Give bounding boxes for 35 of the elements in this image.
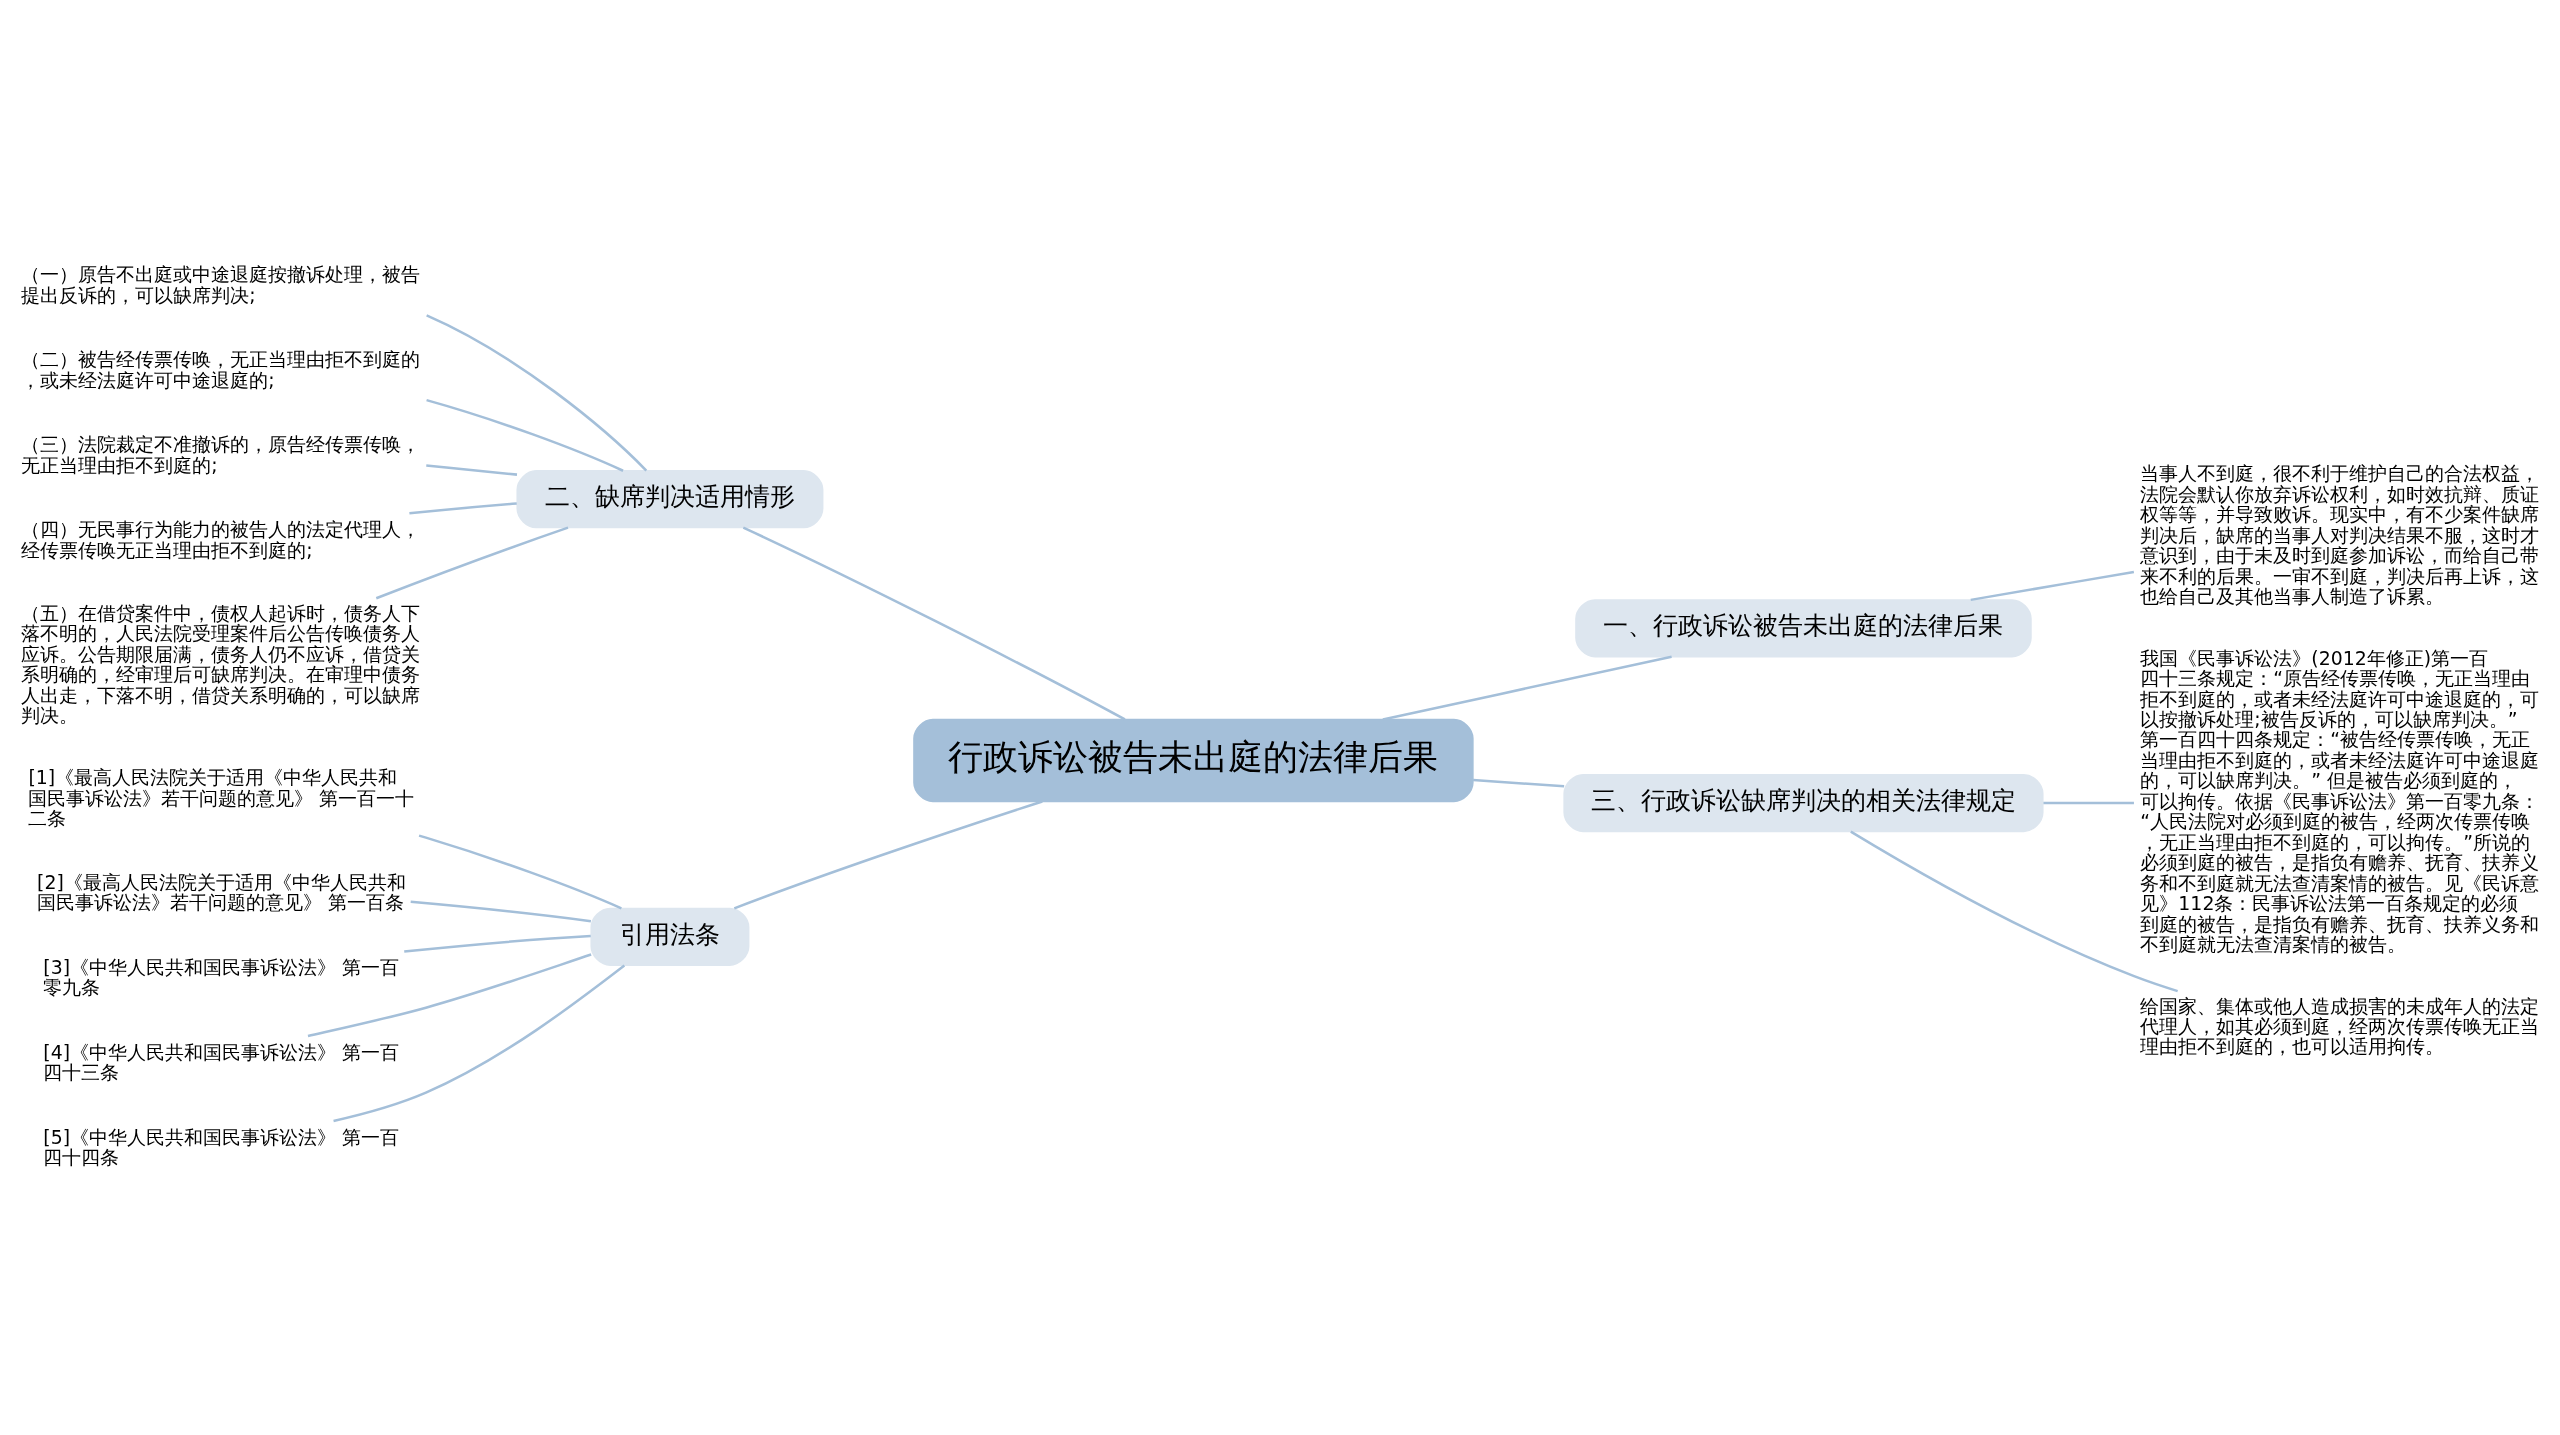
node-text: 当事人不到庭，很不利于维护自己的合法权益，法院会默认你放弃诉讼权利，如时效抗辩、质证权等等，并导致败诉。现实中，有不少案件缺席判决后，缺席的当事人对判决结果不服，这时才意识到，由于未及时到庭参加诉讼，而给自己带来不利的后果。一审不到庭，判决后再上诉，这也给自己及其他当事人制造了诉累。: [2140, 461, 2540, 607]
node-box: 行政诉讼被告未出庭的法律后果: [913, 718, 1474, 802]
connector: [2043, 801, 2134, 804]
node-text: [1]《最高人民法院关于适用《中华人民共和国民事诉讼法》若干问题的意见》 第一百一十二条: [28, 765, 415, 829]
node-text: [4]《中华人民共和国民事诉讼法》 第一百四十三条: [43, 1040, 400, 1083]
connector: [307, 952, 592, 1037]
node-text: （四）无民事行为能力的被告人的法定代理人，经传票传唤无正当理由拒不到庭的;: [21, 517, 421, 561]
node-box: 一、行政诉讼被告未出庭的法律后果: [1575, 598, 2032, 657]
node-box: 二、缺席判决适用情形: [516, 469, 824, 528]
node-text: （一）原告不出庭或中途退庭按撤诉处理，被告提出反诉的，可以缺席判决;: [21, 262, 421, 306]
connector: [418, 833, 622, 909]
node-box: 三、行政诉讼缺席判决的相关法律规定: [1563, 773, 2044, 832]
connector: [333, 963, 626, 1122]
connector: [410, 900, 592, 922]
connector: [426, 398, 624, 472]
connector: [742, 526, 1126, 721]
node-text: （二）被告经传票传唤，无正当理由拒不到庭的，或未经法庭许可中途退庭的;: [21, 347, 421, 391]
connector: [733, 799, 1043, 910]
node-text: [3]《中华人民共和国民事诉讼法》 第一百零九条: [43, 955, 400, 998]
node-text: （五）在借贷案件中，债权人起诉时，债务人下落不明的，人民法院受理案件后公告传唤债务人应诉。公告期限届满，债务人仍不应诉，借贷关系明确的，经审理后可缺席判决。在审理中债务人出走，下落不明，借贷关系明确的，可以缺席判决。: [21, 601, 421, 726]
connector: [426, 313, 648, 471]
node-text: [5]《中华人民共和国民事诉讼法》 第一百四十四条: [43, 1125, 400, 1168]
connector: [1473, 778, 1565, 788]
node-text: [2]《最高人民法院关于适用《中华人民共和国民事诉讼法》若干问题的意见》 第一百条: [37, 870, 406, 913]
node-text: （三）法院裁定不准撤诉的，原告经传票传唤，无正当理由拒不到庭的;: [21, 432, 421, 476]
connector: [1850, 829, 2179, 992]
node-box: 引用法条: [590, 907, 750, 966]
connector: [409, 501, 517, 515]
connector: [426, 463, 518, 476]
node-text: 我国《民事诉讼法》(2012年修正)第一百四十三条规定：“原告经传票传唤，无正当理由拒不到庭的，或者未经法庭许可中途退庭的，可以按撤诉处理;被告反诉的，可以缺席判决。”第一百四十四条规定：“被告经传票传唤，无正当理由拒不到庭的，或者未经法庭许可中途退庭的，可以缺席判决。” 但是被告必须到庭的，可以拘传。依据《民事诉讼法》第一百零九条：“人民法院对必须到庭的被告，经两次传票传唤，无正当理由拒不到庭的，可以拘传。”所说的必须到庭的被告，是指负有赡养、抚育、扶养义务和不到庭就无法查清案情的被告。见《民诉意见》112条：民事诉讼法第一百条规定的必须到庭的被告，是指负有赡养、抚育、扶养义务和不到庭就无法查清案情的被告。: [2140, 646, 2540, 955]
connector: [404, 934, 591, 953]
node-text: 给国家、集体或他人造成损害的未成年人的法定代理人，如其必须到庭，经两次传票传唤无正当理由拒不到庭的，也可以适用拘传。: [2140, 994, 2540, 1057]
connector: [1970, 570, 2135, 601]
connector: [375, 525, 569, 599]
connector: [1382, 654, 1672, 721]
